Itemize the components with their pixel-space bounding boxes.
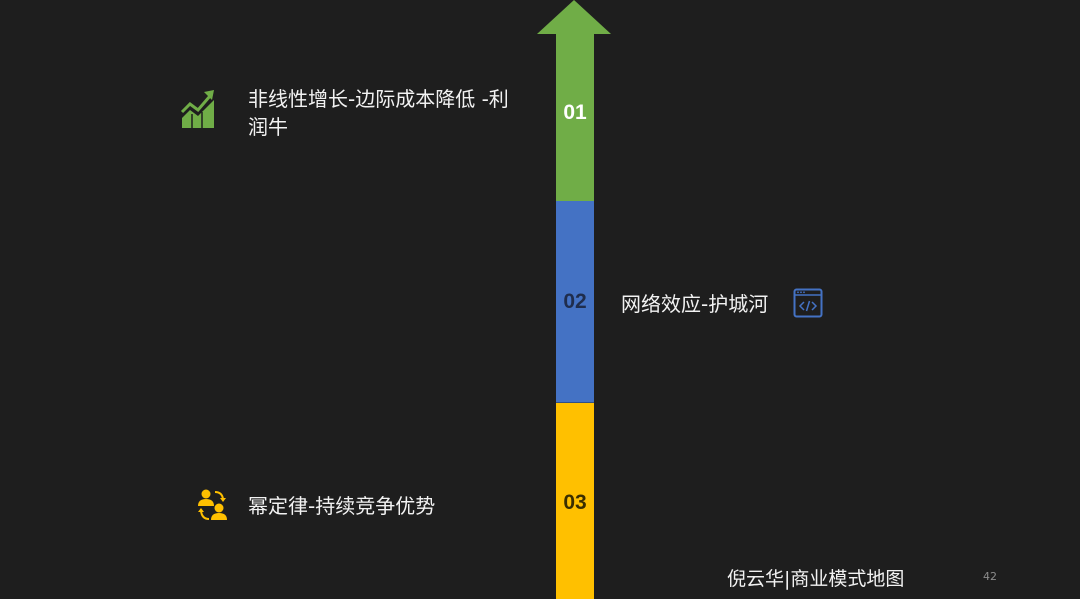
arrow-head bbox=[537, 0, 611, 34]
footer-title: 倪云华|商业模式地图 bbox=[727, 568, 905, 590]
item-label-03: 幂定律-持续竞争优势 bbox=[248, 494, 436, 518]
arrow-segment-01: 01 bbox=[556, 33, 594, 201]
segment-number: 02 bbox=[563, 289, 587, 313]
arrow-segment-02: 02 bbox=[556, 201, 594, 403]
page-number: 42 bbox=[983, 570, 997, 583]
segment-number: 03 bbox=[563, 491, 587, 514]
item-label-02: 网络效应-护城河 bbox=[621, 292, 769, 316]
arrow-segment-03: 03 bbox=[556, 403, 594, 599]
code-window-icon bbox=[793, 288, 823, 318]
growth-chart-icon bbox=[180, 90, 214, 128]
people-exchange-icon bbox=[198, 489, 227, 520]
item-label-01: 非线性增长-边际成本降低 -利润牛 bbox=[248, 87, 509, 139]
segment-number: 01 bbox=[563, 101, 587, 124]
